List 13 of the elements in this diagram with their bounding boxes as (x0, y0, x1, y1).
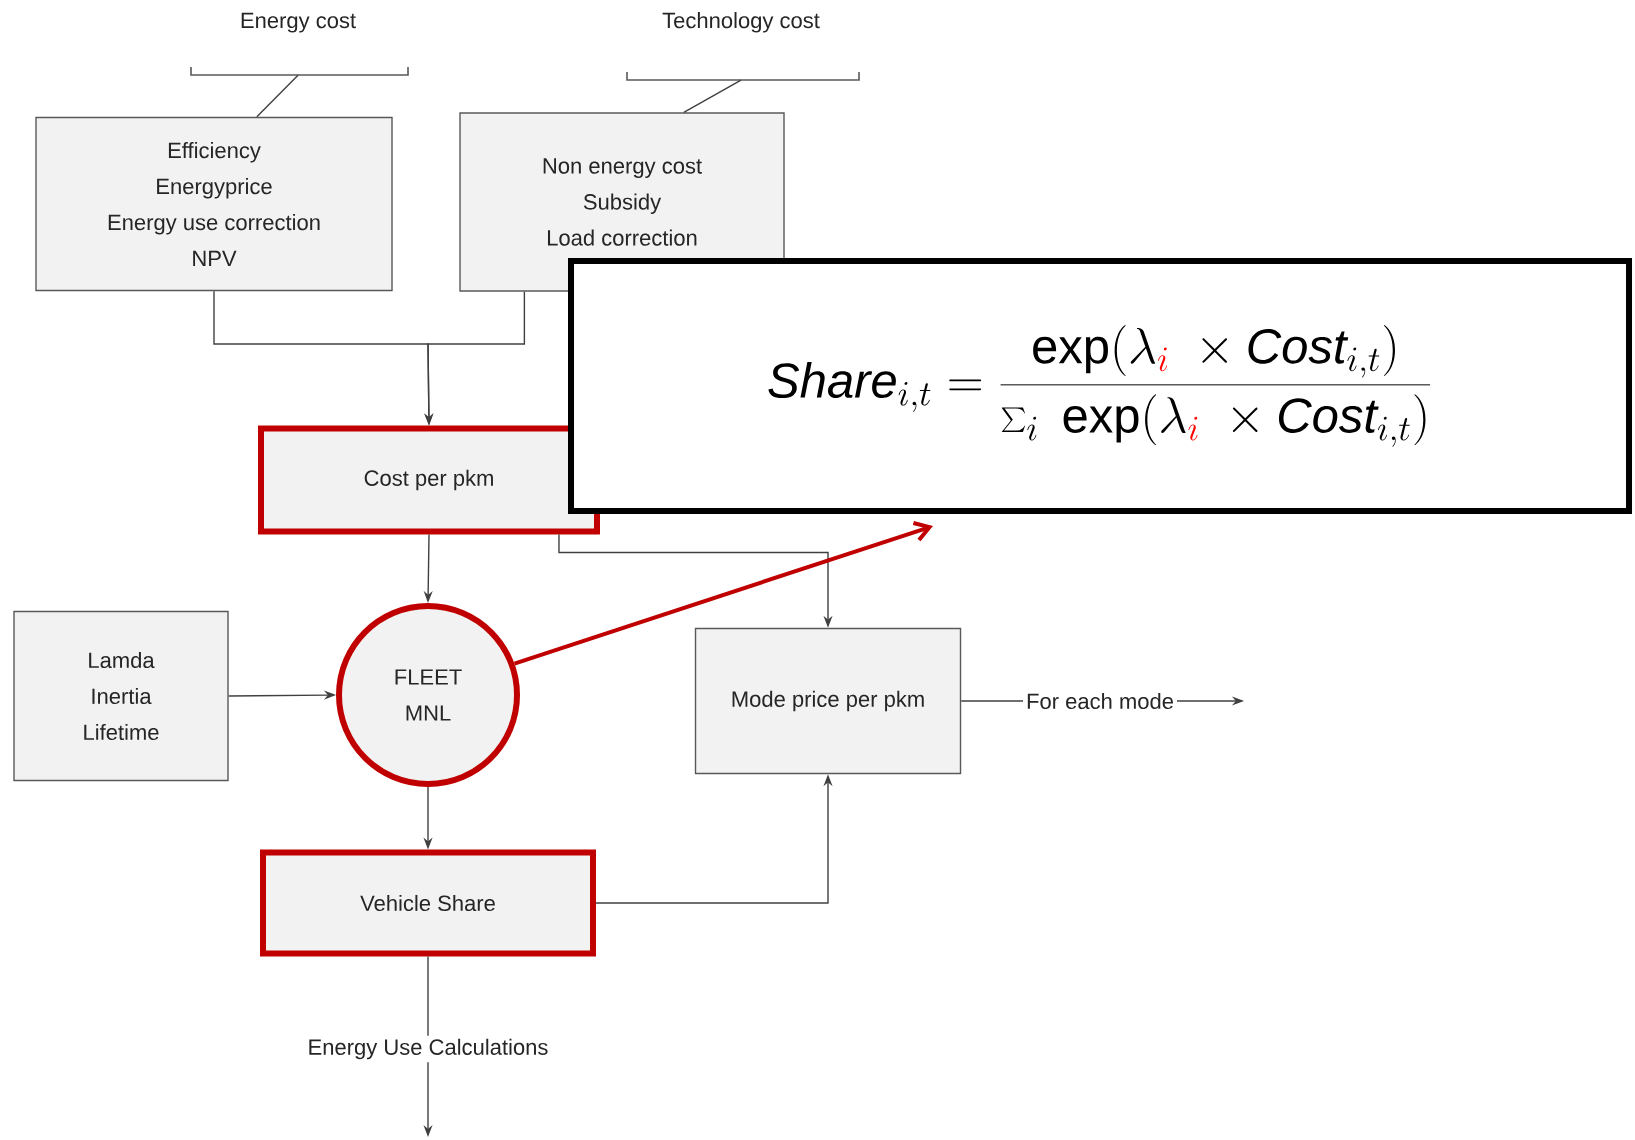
process-box: Vehicle Share (260, 849, 596, 957)
leader-line (256, 74, 299, 118)
input-box: Lamda Inertia Lifetime (13, 610, 229, 782)
edge-label: For each mode (1023, 689, 1177, 713)
bracket-label: Energy cost (241, 12, 356, 33)
output-box: Mode price per pkm (694, 627, 962, 775)
leader-line (683, 79, 742, 113)
formula-box: $\mathit{Share}_{i,t} = \frac{\exp(\lambda_{\color{red}i}\ \times \mathit{Cost}_{i,t})}{\sum_i\ \exp(\lambda_{\color{red}i}\ \times \mathit{Cost}_{i,t})}$ (568, 258, 1632, 514)
process-box: Cost per pkm (258, 425, 600, 535)
input-box: Efficiency Energyprice Energy use correction NPV (35, 116, 393, 292)
arrow (513, 521, 933, 666)
bracket-label: Technology cost (662, 12, 820, 33)
edge-label: Energy Use Calculations (304, 1035, 552, 1063)
